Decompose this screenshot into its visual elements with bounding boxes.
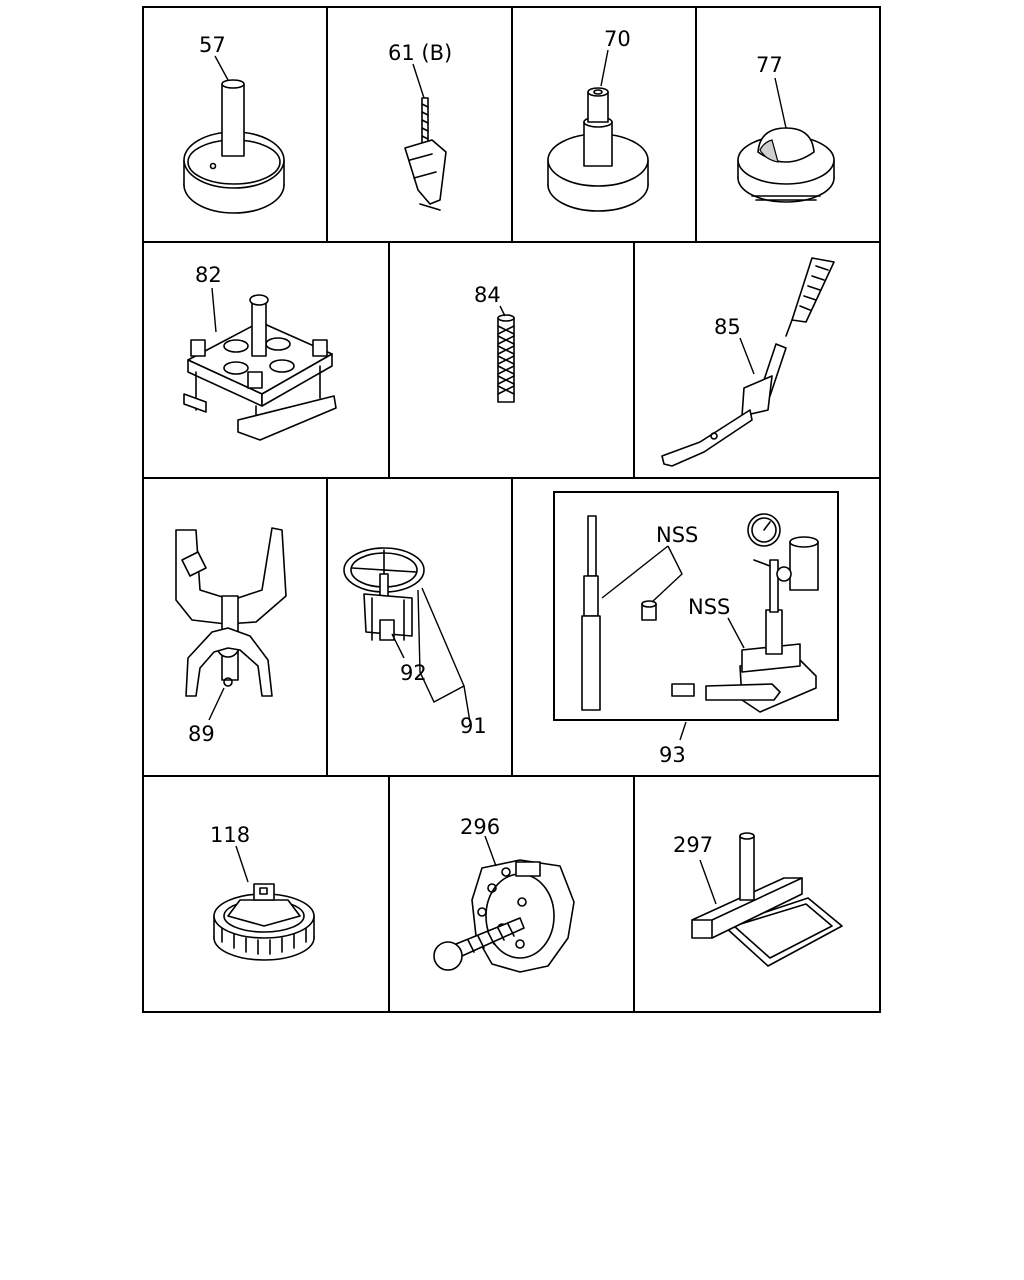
part-70-tool: [547, 87, 649, 212]
part-61b-tool: [404, 97, 447, 211]
label-84: 84: [474, 283, 501, 307]
leader-91: [417, 589, 471, 723]
label-nss-2: NSS: [688, 595, 730, 619]
part-82-tool: [183, 294, 337, 441]
label-89: 89: [188, 722, 215, 746]
part-77-tool: [737, 127, 835, 203]
grid-frame: [142, 6, 881, 1013]
label-77: 77: [756, 53, 783, 77]
part-57-tool: [183, 79, 285, 214]
label-91: 91: [460, 714, 487, 738]
label-296: 296: [460, 815, 500, 839]
part-85-tool: [661, 257, 835, 467]
label-82: 82: [195, 263, 222, 287]
label-70: 70: [604, 27, 631, 51]
part-89-tool: [175, 527, 287, 697]
label-61b: 61 (B): [388, 41, 452, 65]
part-91-tool: [343, 547, 425, 641]
label-nss-1: NSS: [656, 523, 698, 547]
part-93-kit: [553, 491, 839, 721]
part-118-tool: [213, 883, 315, 961]
label-85: 85: [714, 315, 741, 339]
label-118: 118: [210, 823, 250, 847]
part-297-tool: [691, 832, 843, 967]
part-296-tool: [433, 859, 575, 973]
label-93: 93: [659, 743, 686, 767]
label-297: 297: [673, 833, 713, 857]
label-57: 57: [199, 33, 226, 57]
part-84-pin: [497, 314, 515, 403]
label-92: 92: [400, 661, 427, 685]
